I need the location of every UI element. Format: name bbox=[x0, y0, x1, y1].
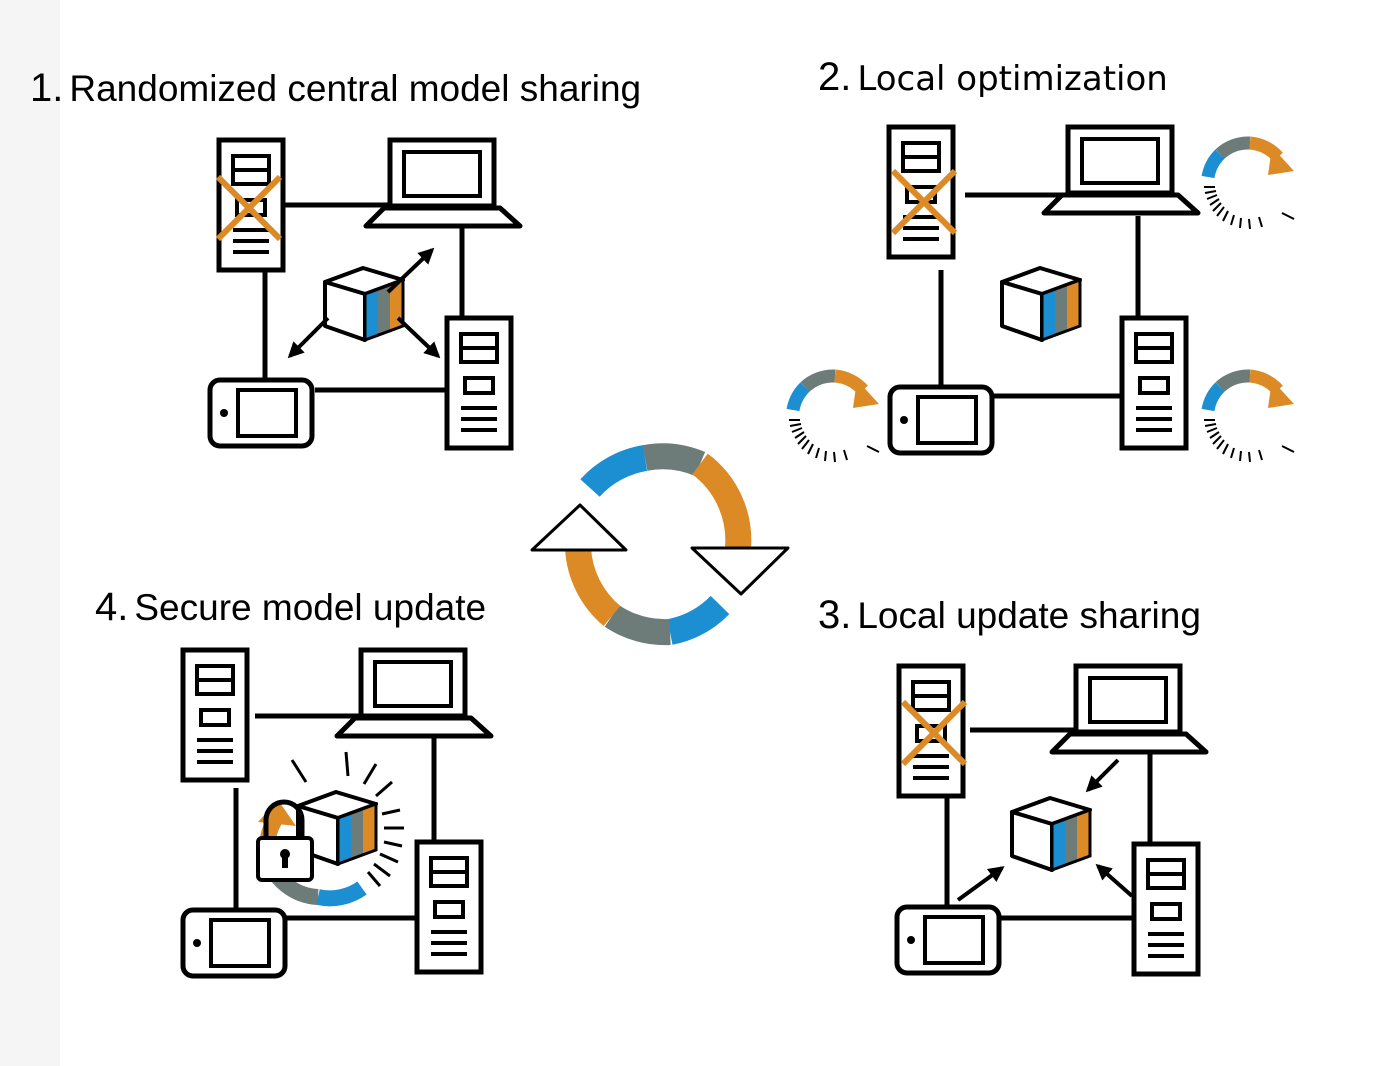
server-icon bbox=[1122, 318, 1186, 448]
server-icon bbox=[889, 127, 953, 257]
progress-ring-icon bbox=[1204, 376, 1294, 462]
panel-4-connections bbox=[233, 713, 437, 921]
progress-ring-icon bbox=[1204, 143, 1294, 229]
panel-1-arrows bbox=[287, 247, 441, 359]
server-icon bbox=[417, 842, 481, 972]
step-3-number: 3. bbox=[818, 593, 852, 637]
server-icon bbox=[447, 318, 511, 448]
laptop-icon bbox=[1044, 127, 1198, 213]
left-margin-strip bbox=[0, 0, 60, 1066]
panel-1-connections bbox=[262, 202, 465, 393]
tablet-icon bbox=[897, 907, 999, 973]
panel-3 bbox=[897, 666, 1206, 974]
cycle-arrows-icon bbox=[530, 443, 790, 646]
laptop-icon bbox=[366, 140, 520, 226]
step-1-number: 1. bbox=[30, 66, 64, 110]
tablet-icon bbox=[210, 380, 312, 446]
tablet-icon bbox=[890, 387, 992, 453]
step-2-title: 2.Local optimization bbox=[818, 57, 1168, 97]
server-icon bbox=[1134, 844, 1198, 974]
step-4-label: Secure model update bbox=[134, 587, 487, 628]
panel-2 bbox=[789, 127, 1294, 462]
step-3-title: 3.Local update sharing bbox=[818, 595, 1201, 635]
step-1-title: 1.Randomized central model sharing bbox=[30, 68, 641, 108]
step-3-label: Local update sharing bbox=[857, 595, 1201, 636]
model-cube-icon bbox=[1000, 266, 1082, 342]
panel-1 bbox=[210, 140, 520, 448]
panel-3-connections bbox=[944, 727, 1153, 921]
step-2-label: Local optimization bbox=[857, 59, 1168, 99]
laptop-icon bbox=[337, 650, 491, 736]
laptop-icon bbox=[1052, 666, 1206, 752]
step-1-label: Randomized central model sharing bbox=[69, 68, 642, 109]
panel-3-arrows bbox=[956, 758, 1134, 902]
panel-4 bbox=[183, 650, 491, 976]
panel-2-connections bbox=[938, 192, 1141, 399]
panel-4-burst-lines bbox=[290, 751, 404, 887]
model-cube-icon bbox=[323, 266, 405, 342]
step-2-number: 2. bbox=[818, 55, 852, 99]
step-4-title: 4.Secure model update bbox=[95, 587, 486, 627]
step-4-number: 4. bbox=[95, 585, 129, 629]
progress-ring-icon bbox=[789, 376, 879, 462]
tablet-icon bbox=[183, 910, 285, 976]
padlock-icon bbox=[256, 799, 314, 882]
server-icon bbox=[183, 650, 247, 780]
model-cube-icon bbox=[1010, 796, 1092, 872]
